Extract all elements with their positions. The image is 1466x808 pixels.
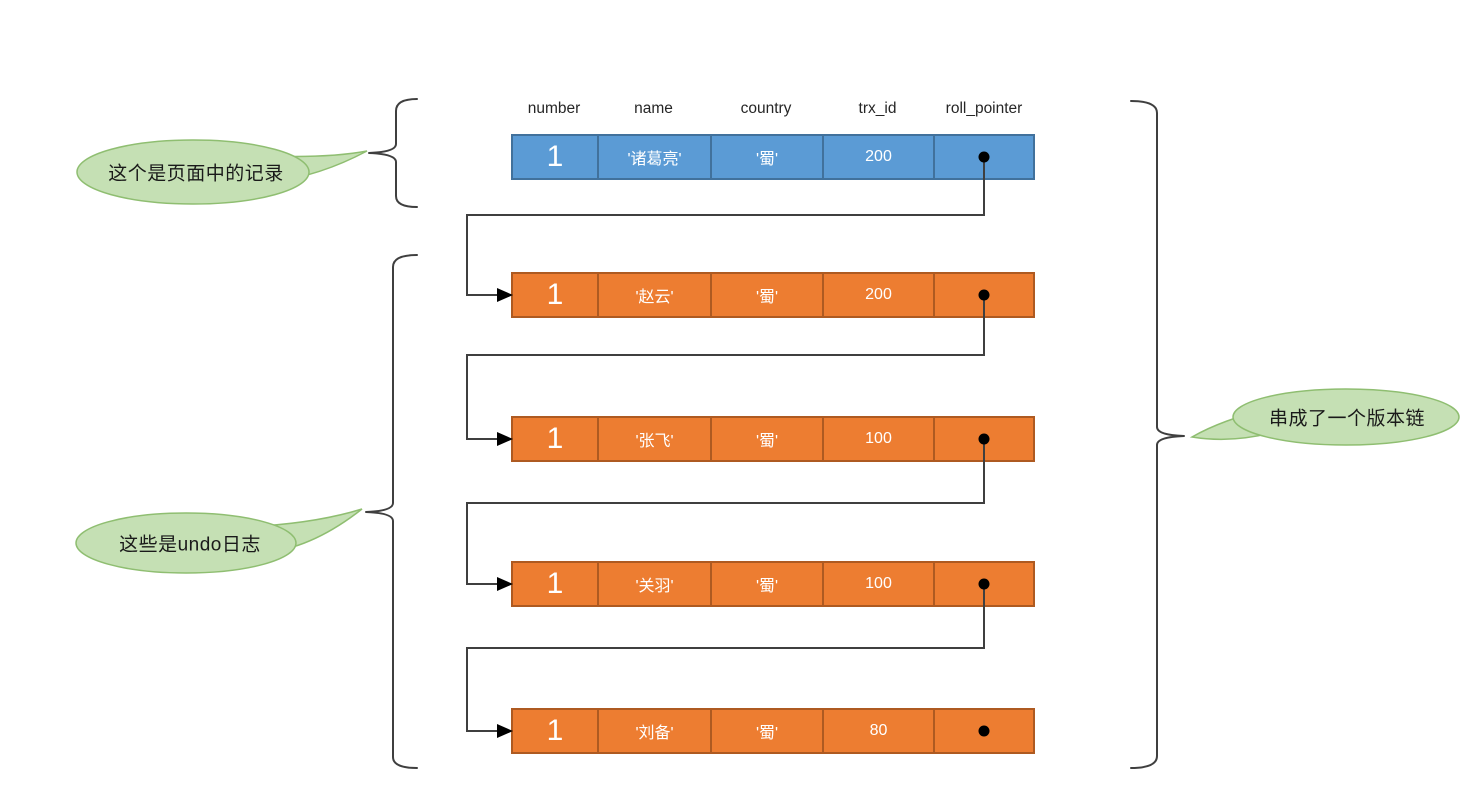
cell-trx-id: 80 xyxy=(822,708,933,754)
cell-number: 1 xyxy=(511,708,597,754)
callout-undo-label: 这些是undo日志 xyxy=(119,534,261,556)
cell-name: '诸葛亮' xyxy=(597,134,710,180)
callout-tail-icon xyxy=(261,508,363,553)
cell-country: '蜀' xyxy=(710,134,822,180)
cell-country: '蜀' xyxy=(710,708,822,754)
cell-name: '刘备' xyxy=(597,708,710,754)
cell-name: '张飞' xyxy=(597,416,710,462)
cell-roll-pointer xyxy=(933,561,1035,607)
undo-log-row-1: 1 '赵云' '蜀' 200 xyxy=(511,272,1035,318)
cell-number: 1 xyxy=(511,272,597,318)
column-header-name: name xyxy=(634,100,673,117)
cell-number: 1 xyxy=(511,416,597,462)
cell-country: '蜀' xyxy=(710,561,822,607)
cell-country: '蜀' xyxy=(710,416,822,462)
column-header-roll-pointer: roll_pointer xyxy=(945,100,1023,117)
cell-trx-id: 100 xyxy=(822,561,933,607)
cell-roll-pointer xyxy=(933,708,1035,754)
curly-brace-chain-icon xyxy=(1130,100,1185,769)
cell-number: 1 xyxy=(511,561,597,607)
column-headers: number name country trx_id roll_pointer xyxy=(511,98,1035,120)
column-header-trx-id: trx_id xyxy=(858,100,897,117)
page-record-row: 1 '诸葛亮' '蜀' 200 xyxy=(511,134,1035,180)
cell-roll-pointer xyxy=(933,416,1035,462)
column-header-country: country xyxy=(740,100,792,117)
cell-roll-pointer xyxy=(933,272,1035,318)
column-header-number: number xyxy=(527,100,581,117)
callout-record-label: 这个是页面中的记录 xyxy=(108,163,284,185)
cell-trx-id: 100 xyxy=(822,416,933,462)
cell-country: '蜀' xyxy=(710,272,822,318)
connector-arrowheads xyxy=(497,288,513,738)
undo-log-row-3: 1 '关羽' '蜀' 100 xyxy=(511,561,1035,607)
cell-name: '赵云' xyxy=(597,272,710,318)
curly-brace-record-icon xyxy=(368,98,418,208)
cell-trx-id: 200 xyxy=(822,272,933,318)
cell-roll-pointer xyxy=(933,134,1035,180)
undo-log-row-2: 1 '张飞' '蜀' 100 xyxy=(511,416,1035,462)
undo-log-row-4: 1 '刘备' '蜀' 80 xyxy=(511,708,1035,754)
cell-name: '关羽' xyxy=(597,561,710,607)
callout-chain-label: 串成了一个版本链 xyxy=(1268,408,1426,430)
callout-bubbles xyxy=(75,139,1460,574)
cell-number: 1 xyxy=(511,134,597,180)
cell-trx-id: 200 xyxy=(822,134,933,180)
curly-brace-undo-icon xyxy=(365,254,418,769)
